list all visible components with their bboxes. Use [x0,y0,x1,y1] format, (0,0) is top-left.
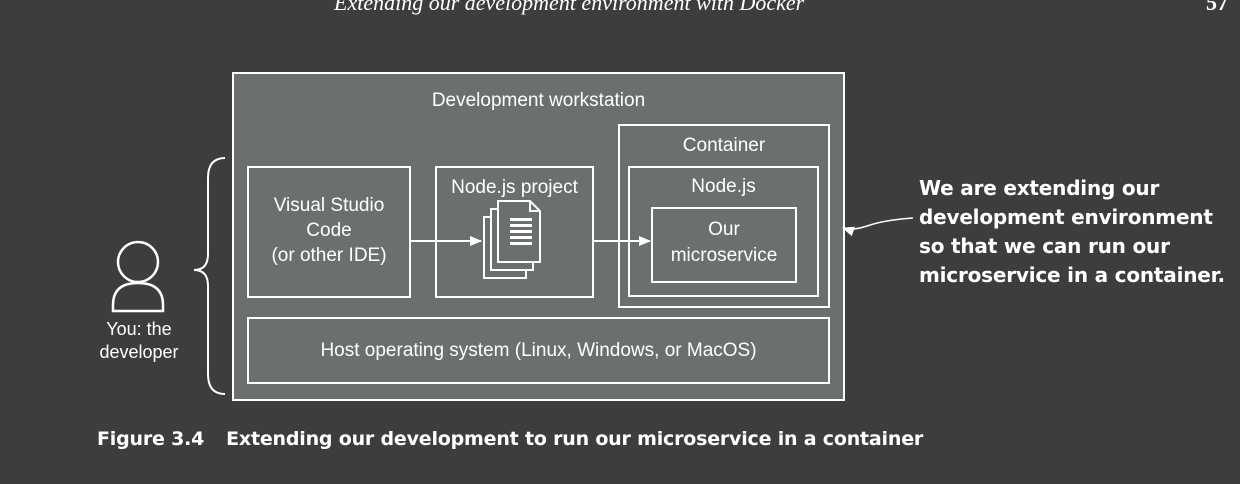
page-number: 57 [1206,0,1228,15]
ide-label-line3: (or other IDE) [271,245,387,266]
ide-label-line1: Visual Studio [273,195,385,216]
microservice-label-line2: microservice [670,245,778,266]
container-label: Container [682,135,766,156]
developer-label-line2: developer [99,342,179,362]
workstation-label: Development workstation [431,90,646,111]
host-os-label: Host operating system (Linux, Windows, o… [320,340,757,361]
callout-leader [842,217,914,237]
person-icon [111,240,165,313]
nodejs-runtime-label: Node.js [691,176,756,197]
curly-brace [193,157,226,395]
developer-label: You: the developer [78,318,200,364]
figure-number: Figure 3.4 [97,428,205,450]
callout-line1: We are extending our [919,176,1160,200]
ide-box: Visual Studio Code (or other IDE) [247,166,411,298]
callout-text: We are extending our development environ… [919,174,1237,290]
documents-icon [483,200,541,279]
microservice-box: Our microservice [651,207,797,283]
figure-caption-text: Extending our development to run our mic… [226,428,924,450]
ide-label-line2: Code [306,220,352,241]
microservice-label-line1: Our [708,219,740,240]
callout-line3: so that we can run our [919,234,1170,258]
host-os-box: Host operating system (Linux, Windows, o… [247,317,830,384]
nodejs-project-label: Node.js project [451,177,578,198]
figure-caption: Figure 3.4 Extending our development to r… [97,428,923,450]
callout-line4: microservice in a container. [919,263,1225,287]
developer-label-line1: You: the [106,319,172,339]
document-text-lines [510,218,532,245]
running-header-title: Extending our development environment wi… [334,0,805,15]
callout-line2: development environment [919,205,1213,229]
